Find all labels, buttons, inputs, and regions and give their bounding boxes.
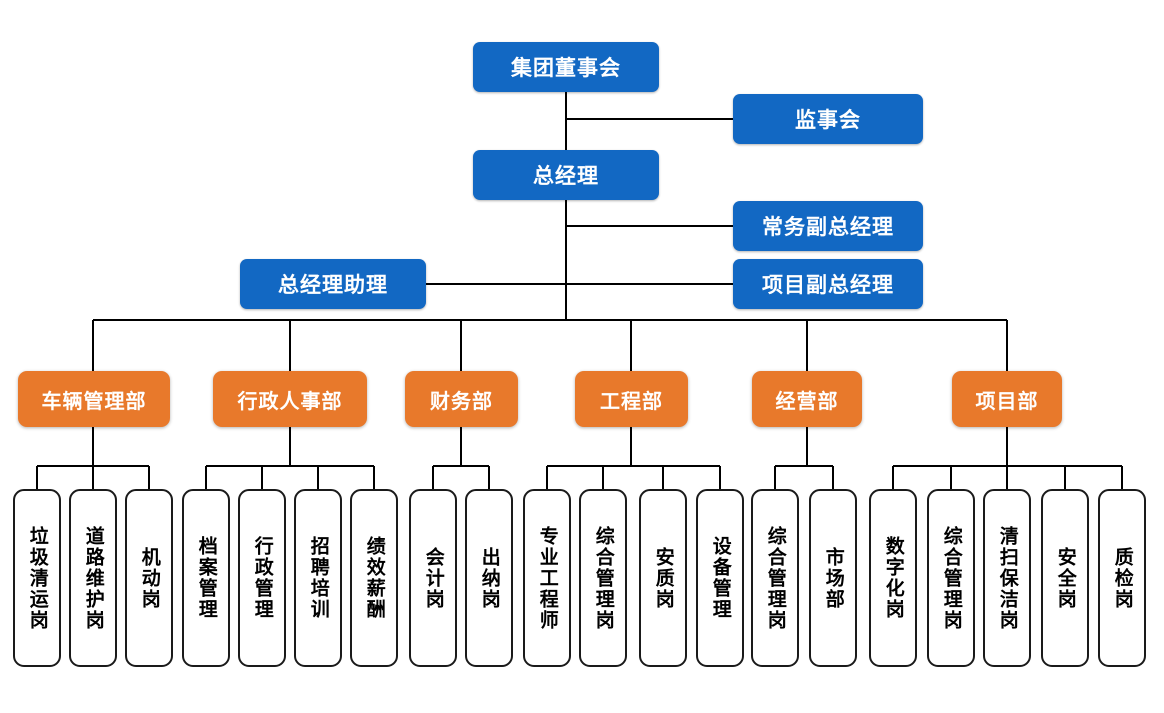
position-label: 招聘培训 <box>307 536 330 620</box>
position-label: 道路维护岗 <box>82 525 105 631</box>
node-gm-assistant[interactable]: 总经理助理 <box>240 259 426 309</box>
node-position-professional-engineer[interactable]: 专业工程师 <box>523 489 571 667</box>
node-department-finance[interactable]: 财务部 <box>405 371 518 427</box>
node-position-project-general-management[interactable]: 综合管理岗 <box>927 489 975 667</box>
position-label: 专业工程师 <box>536 525 559 631</box>
position-label: 数字化岗 <box>882 536 905 620</box>
node-position-road-maintenance[interactable]: 道路维护岗 <box>69 489 117 667</box>
node-department-vehicle-management[interactable]: 车辆管理部 <box>18 371 170 427</box>
position-label: 出纳岗 <box>478 546 501 610</box>
position-label: 安全岗 <box>1054 546 1077 610</box>
node-position-garbage-removal[interactable]: 垃圾清运岗 <box>13 489 61 667</box>
node-position-archive-management[interactable]: 档案管理 <box>182 489 230 667</box>
node-executive-deputy-gm[interactable]: 常务副总经理 <box>733 201 923 251</box>
node-position-equipment-management[interactable]: 设备管理 <box>696 489 744 667</box>
position-label: 清扫保洁岗 <box>996 525 1019 631</box>
position-label: 绩效薪酬 <box>363 536 386 620</box>
position-label: 安质岗 <box>652 546 675 610</box>
node-position-safety[interactable]: 安全岗 <box>1041 489 1089 667</box>
position-label: 机动岗 <box>138 546 161 610</box>
position-label: 综合管理岗 <box>592 525 615 631</box>
position-label: 档案管理 <box>195 536 218 620</box>
node-position-cleaning-sanitation[interactable]: 清扫保洁岗 <box>983 489 1031 667</box>
node-position-operations-general-management[interactable]: 综合管理岗 <box>751 489 799 667</box>
node-position-accounting[interactable]: 会计岗 <box>409 489 457 667</box>
node-department-engineering[interactable]: 工程部 <box>575 371 688 427</box>
node-position-recruitment-training[interactable]: 招聘培训 <box>294 489 342 667</box>
node-project-deputy-gm[interactable]: 项目副总经理 <box>733 259 923 309</box>
node-department-project[interactable]: 项目部 <box>952 371 1062 427</box>
position-label: 行政管理 <box>251 536 274 620</box>
node-position-marketing[interactable]: 市场部 <box>809 489 857 667</box>
position-label: 设备管理 <box>709 536 732 620</box>
node-general-manager[interactable]: 总经理 <box>473 150 659 200</box>
position-label: 垃圾清运岗 <box>26 525 49 631</box>
node-position-engineering-general-management[interactable]: 综合管理岗 <box>579 489 627 667</box>
node-department-operations[interactable]: 经营部 <box>752 371 862 427</box>
node-position-cashier[interactable]: 出纳岗 <box>465 489 513 667</box>
node-position-quality-inspection[interactable]: 质检岗 <box>1098 489 1146 667</box>
node-supervisory-board[interactable]: 监事会 <box>733 94 923 144</box>
node-position-safety-quality[interactable]: 安质岗 <box>639 489 687 667</box>
position-label: 市场部 <box>822 546 845 610</box>
node-position-mobile-duty[interactable]: 机动岗 <box>125 489 173 667</box>
node-position-performance-compensation[interactable]: 绩效薪酬 <box>350 489 398 667</box>
position-label: 综合管理岗 <box>940 525 963 631</box>
node-board[interactable]: 集团董事会 <box>473 42 659 92</box>
node-position-admin-management[interactable]: 行政管理 <box>238 489 286 667</box>
node-position-digitalization[interactable]: 数字化岗 <box>869 489 917 667</box>
position-label: 会计岗 <box>422 546 445 610</box>
node-department-admin-hr[interactable]: 行政人事部 <box>213 371 367 427</box>
position-label: 综合管理岗 <box>764 525 787 631</box>
position-label: 质检岗 <box>1111 546 1134 610</box>
